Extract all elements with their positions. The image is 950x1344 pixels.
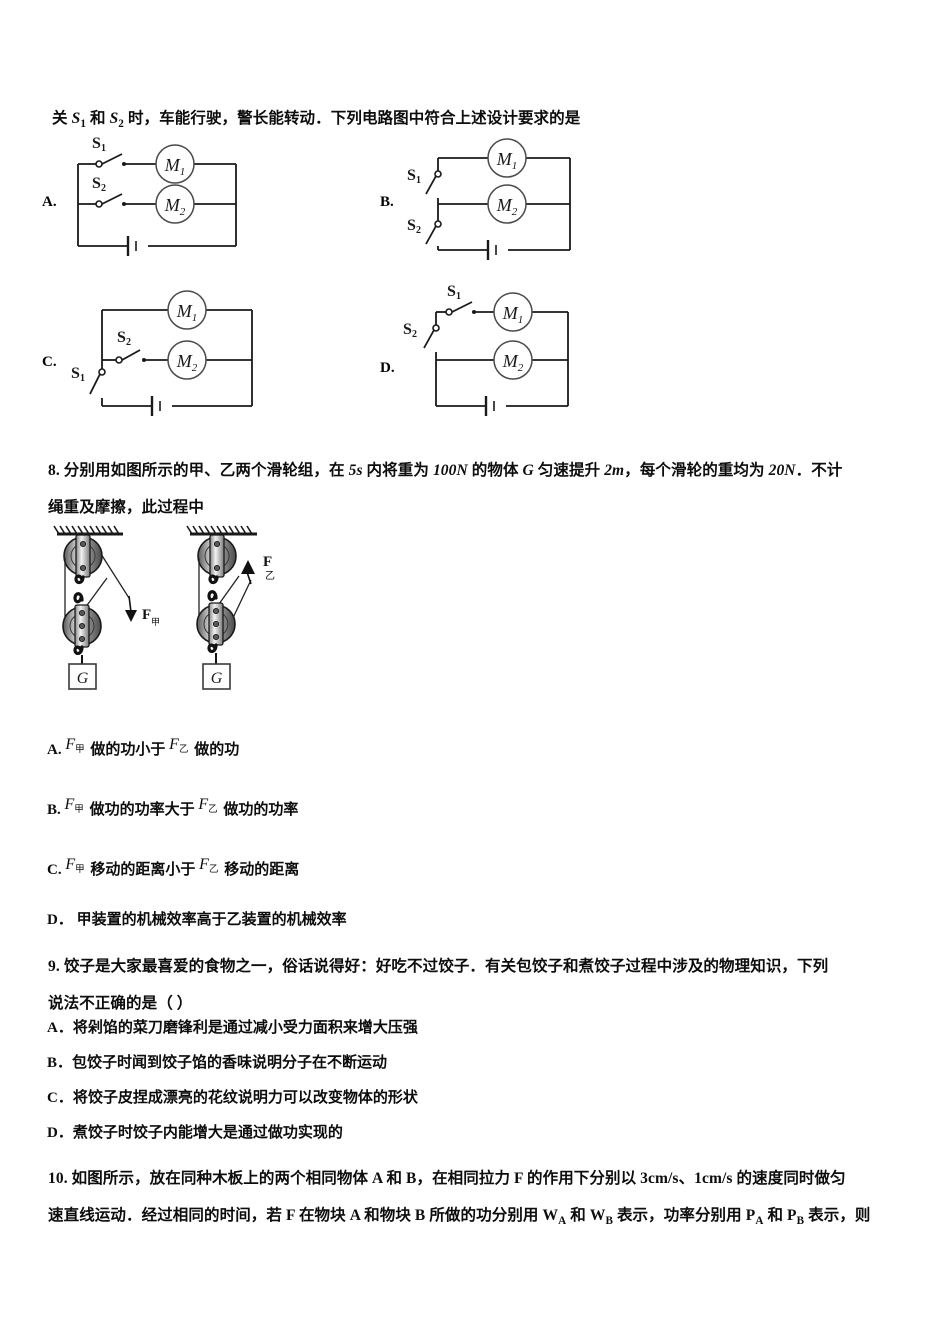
- question8-line2: 绳重及摩擦，此过程中: [48, 499, 205, 516]
- q8-option-c: C. F甲 移动的距离小于 F乙 移动的距离: [47, 856, 300, 885]
- q9-option-b-text: 包饺子时闻到饺子馅的香味说明分子在不断运动: [72, 1055, 388, 1071]
- option-b-letter: B.: [380, 194, 394, 210]
- svg-text:乙: 乙: [265, 570, 275, 582]
- question10-number: 10.: [48, 1170, 68, 1187]
- q8-option-c-tail: 移动的距离: [224, 862, 300, 878]
- force-symbol-jia-b: F甲: [64, 796, 84, 815]
- force-symbol-yi-c: F乙: [199, 856, 219, 875]
- force-symbol-yi-a: F乙: [169, 736, 189, 755]
- question9-number: 9.: [48, 958, 60, 975]
- svg-text:S1: S1: [407, 167, 421, 186]
- q7-circuit-b-svg: M1 M2 S1 S2: [407, 138, 571, 260]
- svg-text:甲: 甲: [151, 617, 160, 627]
- q7-option-b: B.: [370, 132, 670, 260]
- question10-line2: 速直线运动．经过相同的时间，若 F 在物块 A 和物块 B 所做的功分别用 WA…: [48, 1207, 871, 1228]
- svg-text:F: F: [142, 607, 151, 623]
- q9-option-d-text: 煮饺子时饺子内能增大是通过做功实现的: [72, 1125, 343, 1141]
- svg-text:S1: S1: [447, 283, 461, 302]
- svg-text:S2: S2: [407, 217, 421, 236]
- svg-text:F: F: [263, 554, 272, 570]
- q8-option-b-letter: B.: [47, 802, 61, 818]
- q9-option-c-text: 将饺子皮捏成漂亮的花纹说明力可以改变物体的形状: [72, 1090, 418, 1106]
- q9-option-c: C．将饺子皮捏成漂亮的花纹说明力可以改变物体的形状: [47, 1085, 418, 1111]
- q8-option-d-text: 甲装置的机械效率高于乙装置的机械效率: [76, 912, 347, 928]
- pulley-system-yi: G F 乙: [186, 525, 275, 690]
- q8-option-a: A. F甲 做的功小于 F乙 做的功: [47, 736, 240, 765]
- option-c-letter: C.: [42, 354, 57, 370]
- force-symbol-yi-b: F乙: [198, 796, 218, 815]
- q9-option-d: D．煮饺子时饺子内能增大是通过做功实现的: [47, 1120, 343, 1146]
- question10-line1: 10. 如图所示，放在同种木板上的两个相同物体 A 和 B，在相同拉力 F 的作…: [48, 1170, 846, 1187]
- q8-option-a-tail: 做的功: [194, 742, 240, 758]
- question8-pulley-figure: G F 甲: [45, 518, 325, 718]
- question9-line1: 9. 饺子是大家最喜爱的食物之一，俗话说得好：好吃不过饺子．有关包饺子和煮饺子过…: [48, 948, 828, 985]
- q7-circuit-c-svg: M1 M2 S2 S1: [71, 290, 253, 416]
- q9-option-c-letter: C．: [47, 1090, 73, 1106]
- q9-option-b-letter: B．: [47, 1055, 73, 1071]
- q8-option-b: B. F甲 做功的功率大于 F乙 做功的功率: [47, 796, 299, 825]
- q8-option-c-mid: 移动的距离小于: [90, 862, 196, 878]
- q8-option-b-mid: 做功的功率大于: [89, 802, 195, 818]
- svg-text:S1: S1: [92, 135, 106, 154]
- question7-stem-tail: 关 S1 和 S2 时，车能行驶，警长能转动．下列电路图中符合上述设计要求的是: [52, 110, 581, 131]
- q7-option-d: D.: [370, 282, 670, 418]
- pulley-system-jia: G F 甲: [53, 525, 160, 690]
- q7-circuit-a-svg: M1 M2 S1 S2: [77, 135, 237, 256]
- q8-option-a-letter: A.: [47, 742, 62, 758]
- svg-text:S2: S2: [403, 321, 417, 340]
- force-symbol-jia-a: F甲: [65, 736, 85, 755]
- question9-line2: 说法不正确的是（ ）: [48, 995, 193, 1012]
- question8-number: 8.: [48, 462, 60, 479]
- question8-line1: 8. 分别用如图所示的甲、乙两个滑轮组，在 5s 内将重为 100N 的物体 G…: [48, 462, 843, 479]
- q8-option-d: D． 甲装置的机械效率高于乙装置的机械效率: [47, 907, 347, 933]
- q7-option-a: A.: [40, 132, 340, 260]
- option-a-letter: A.: [42, 194, 57, 210]
- q8-option-c-letter: C.: [47, 862, 62, 878]
- q7-option-c: C.: [40, 282, 340, 418]
- svg-text:G: G: [211, 670, 223, 687]
- q9-option-d-letter: D．: [47, 1125, 73, 1141]
- svg-text:S2: S2: [117, 329, 131, 348]
- option-d-letter: D.: [380, 360, 395, 376]
- q9-option-a: A．将剁馅的菜刀磨锋利是通过减小受力面积来增大压强: [47, 1015, 418, 1041]
- q7-circuit-d-svg: M1 M2 S1 S2: [403, 283, 569, 416]
- question9-line1-text: 饺子是大家最喜爱的食物之一，俗话说得好：好吃不过饺子．有关包饺子和煮饺子过程中涉…: [63, 958, 829, 975]
- pulley-systems-svg: G F 甲: [53, 525, 275, 690]
- q8-option-a-mid: 做的功小于: [90, 742, 166, 758]
- svg-text:S2: S2: [92, 175, 106, 194]
- q9-option-b: B．包饺子时闻到饺子馅的香味说明分子在不断运动: [47, 1050, 387, 1076]
- q9-option-a-text: 将剁馅的菜刀磨锋利是通过减小受力面积来增大压强: [72, 1020, 418, 1036]
- q8-option-d-letter: D．: [47, 912, 73, 928]
- svg-text:G: G: [77, 670, 89, 687]
- force-symbol-jia-c: F甲: [65, 856, 85, 875]
- q9-option-a-letter: A．: [47, 1020, 73, 1036]
- q8-option-b-tail: 做功的功率: [223, 802, 299, 818]
- svg-text:S1: S1: [71, 365, 85, 384]
